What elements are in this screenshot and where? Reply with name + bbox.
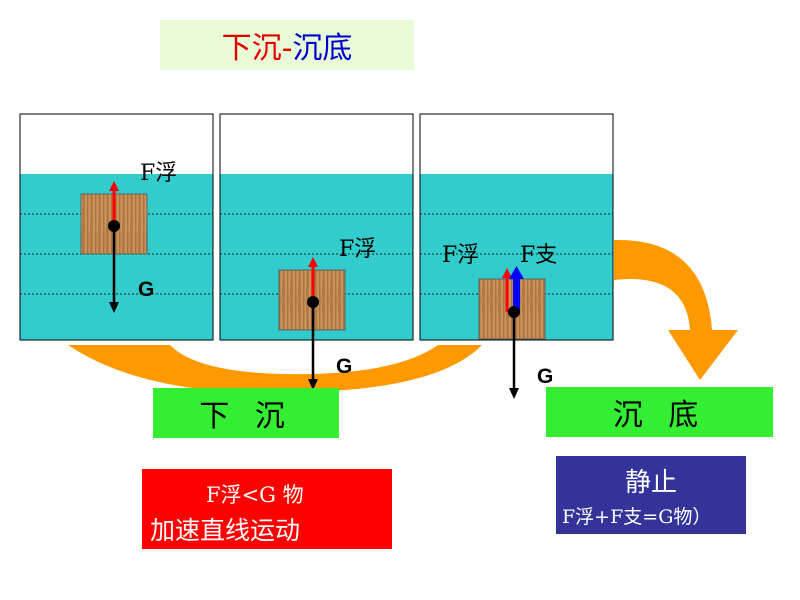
forces-block-3	[502, 266, 524, 399]
buoyancy-label-1: F浮	[140, 161, 177, 186]
sinking-label-box: 下 沉	[153, 388, 339, 438]
gravity-label-3: G	[537, 365, 553, 388]
gravity-label-2: G	[336, 355, 352, 378]
title-box: 下沉-沉底	[160, 20, 414, 70]
forces-block-1	[108, 181, 120, 313]
bottom-label: 沉 底	[612, 398, 707, 433]
bottom-label-box: 沉 底	[546, 387, 773, 437]
bottom-bent-arrow	[614, 239, 738, 380]
sinking-motion: 加速直线运动	[150, 516, 301, 545]
support-force-arrow	[513, 278, 520, 312]
sinking-condition: F浮<G 物	[206, 483, 304, 507]
title-part-bottom: 沉底	[292, 31, 353, 66]
forces-block-2	[307, 257, 319, 390]
support-label-3: F支	[520, 243, 557, 268]
buoyancy-label-3: F浮	[442, 243, 479, 268]
bottom-equation: F浮+F支=G物）	[562, 506, 712, 528]
sinking-label: 下 沉	[199, 399, 293, 434]
gravity-label-1: G	[138, 278, 154, 301]
sinking-condition-box: F浮<G 物 加速直线运动	[142, 469, 392, 549]
sinking-curved-arrow	[68, 345, 482, 394]
bottom-condition-box: 静止 F浮+F支=G物）	[556, 456, 746, 534]
title-part-sink: 下沉-	[221, 31, 293, 66]
buoyancy-label-2: F浮	[339, 237, 376, 262]
bottom-state: 静止	[624, 468, 677, 498]
